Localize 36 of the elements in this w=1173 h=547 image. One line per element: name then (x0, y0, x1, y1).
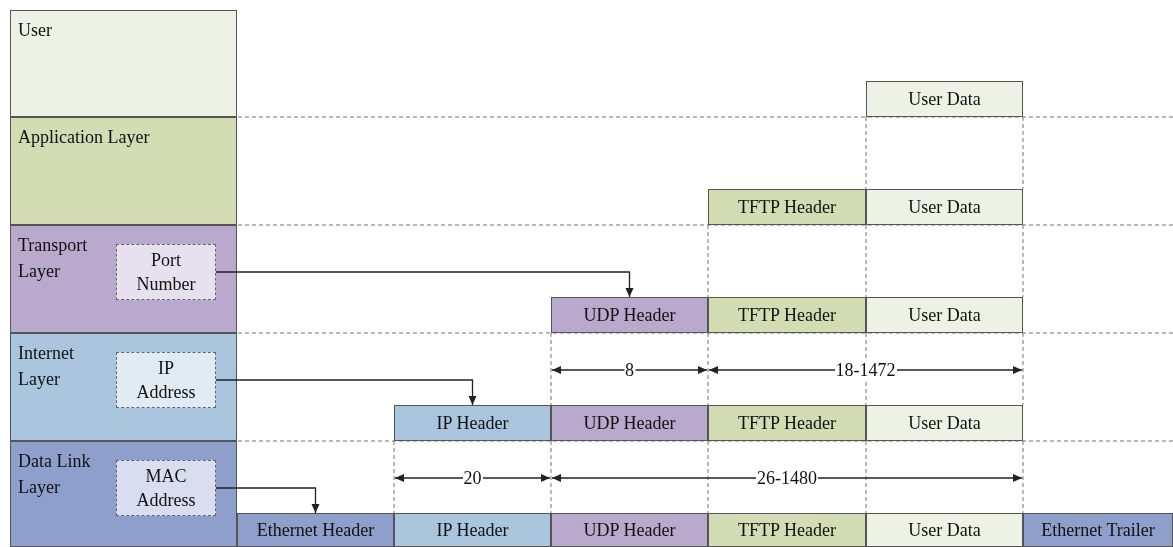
packet-segment: IP Header (394, 405, 551, 441)
packet-segment: UDP Header (551, 297, 708, 333)
packet-segment: TFTP Header (708, 189, 866, 225)
packet-segment: UDP Header (551, 513, 708, 547)
address-tag: MAC Address (116, 460, 216, 516)
packet-segment: User Data (866, 81, 1023, 117)
layer-panel (10, 333, 237, 441)
packet-segment: Ethernet Trailer (1023, 513, 1173, 547)
packet-segment: IP Header (394, 513, 551, 547)
layer-panel (10, 225, 237, 333)
packet-segment: User Data (866, 297, 1023, 333)
address-tag: IP Address (116, 352, 216, 408)
layer-label: Internet Layer (18, 342, 75, 392)
layer-panel (10, 117, 237, 225)
dimension-label: 8 (624, 361, 635, 379)
layer-label: User (18, 19, 52, 42)
packet-segment: UDP Header (551, 405, 708, 441)
packet-segment: TFTP Header (708, 297, 866, 333)
layer-panel (10, 10, 237, 117)
layer-label: Data Link Layer (18, 450, 92, 500)
packet-segment: User Data (866, 405, 1023, 441)
packet-segment: Ethernet Header (237, 513, 394, 547)
connector-arrow (215, 487, 320, 514)
address-tag: Port Number (116, 244, 216, 300)
packet-segment: TFTP Header (708, 405, 866, 441)
packet-segment: User Data (866, 513, 1023, 547)
layer-panel (10, 441, 237, 547)
dimension-label: 20 (462, 469, 483, 487)
packet-segment: User Data (866, 189, 1023, 225)
dimension-label: 26-1480 (756, 469, 818, 487)
connector-arrow (215, 379, 477, 406)
layer-label: Application Layer (18, 126, 150, 149)
connector-arrow (215, 271, 634, 298)
layer-label: Transport Layer (18, 234, 89, 284)
dimension-label: 18-1472 (834, 361, 897, 379)
packet-segment: TFTP Header (708, 513, 866, 547)
